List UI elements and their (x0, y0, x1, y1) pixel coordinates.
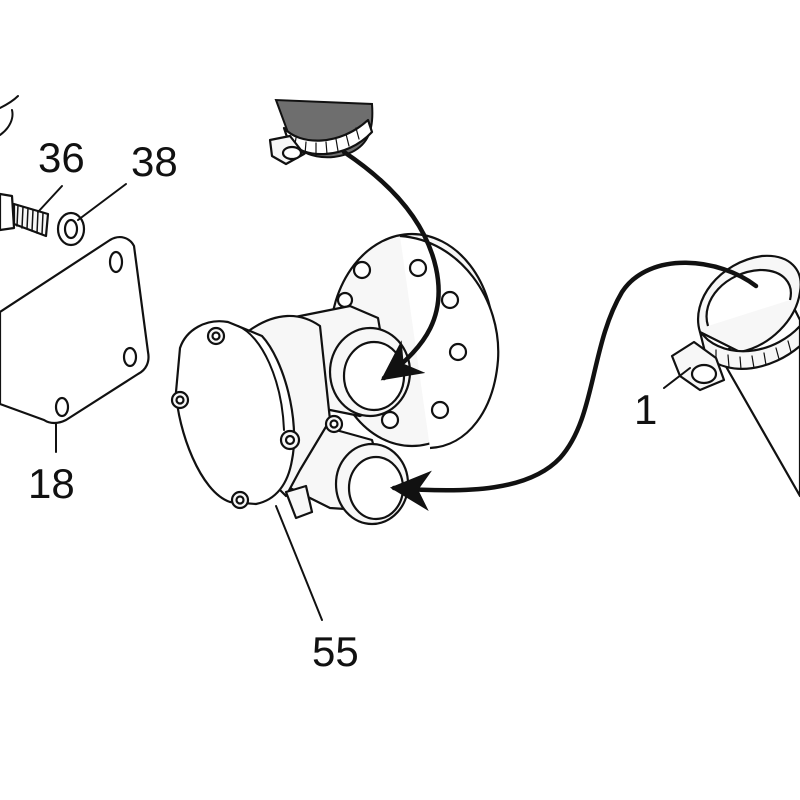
hose-clamp-1 (670, 254, 800, 498)
leader-36 (37, 185, 63, 213)
hose-with-clamp (268, 98, 374, 166)
flow-arrow-to-upper-port (341, 149, 441, 381)
callout-36: 36 (38, 134, 85, 181)
leader-1 (663, 367, 691, 389)
callout-18: 18 (28, 460, 75, 507)
leader-55 (275, 505, 323, 621)
bolt-36 (0, 192, 50, 238)
mounting-flange (328, 232, 500, 450)
callout-1: 1 (634, 386, 657, 433)
pump-55 (170, 304, 412, 526)
callout-55: 55 (312, 628, 359, 675)
partial-part-edge (0, 95, 19, 136)
leader-38 (77, 183, 127, 221)
flow-arrow-to-lower-port (389, 260, 759, 512)
callout-38: 38 (131, 138, 178, 185)
washer-38 (56, 211, 86, 247)
cover-plate-18 (0, 236, 150, 425)
